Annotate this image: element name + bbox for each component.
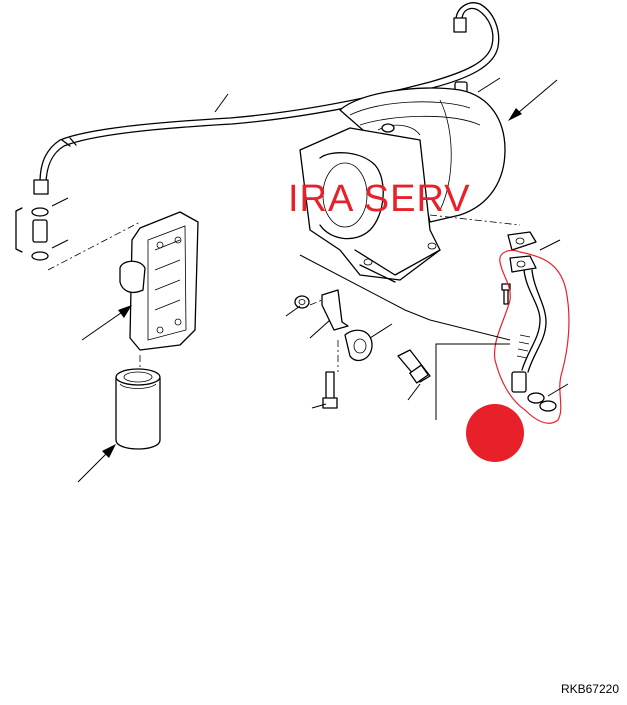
drawing-code: RKB67220 [560,682,619,696]
leader-lines [51,77,569,420]
red-markup [466,249,570,462]
left-adapter-fitting [15,207,141,271]
oil-filter-cartridge [115,368,161,450]
direction-arrows [77,79,558,483]
oil-return-tube [507,231,557,412]
bracket-assembly [294,283,511,409]
watermark-text: IRA SERV [288,178,471,220]
arrow-head-filter-head [118,305,132,318]
arrow-head-filter [102,444,116,458]
red-marker-dot [466,404,524,462]
oil-filter-head [119,211,199,372]
turbocharger [299,87,521,283]
arrow-head-turbo [508,108,522,121]
